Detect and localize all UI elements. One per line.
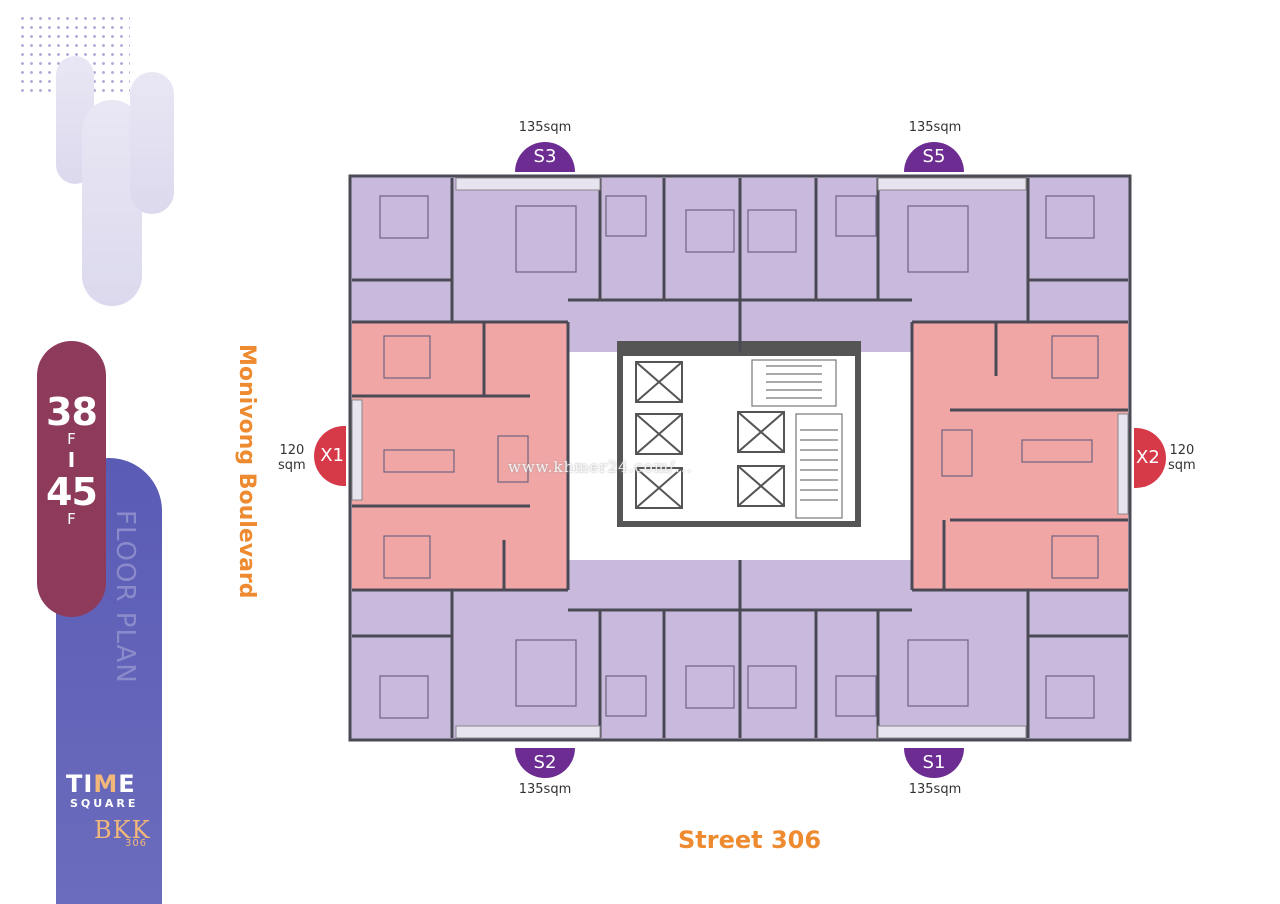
floor-separator: I [67,448,76,472]
logo-bkk: BKK [94,816,151,844]
decorative-pill [130,72,174,214]
unit-x1-area [352,322,568,590]
road-label-street: Street 306 [678,826,822,854]
furniture [379,195,1099,719]
logo-time: TIME [66,770,136,798]
unit-area-s2: 135sqm [518,782,572,797]
unit-badge-s5: S5 [904,142,964,172]
logo-square: SQUARE [70,797,139,810]
elevator-group-right [737,411,785,507]
watermark: www.khmer24.com/... [508,458,693,476]
windows [351,177,1129,739]
unit-area-s5: 135sqm [908,120,962,135]
floor-to: 45 [46,470,98,514]
elevator-group-left [635,361,683,509]
unit-area-s1: 135sqm [908,782,962,797]
unit-area-s3: 135sqm [518,120,572,135]
floor-to-unit: F [67,510,76,528]
logo-306: 306 [125,838,148,849]
floor-range-badge: 38 F I 45 F [37,341,106,617]
stairs-top [751,359,837,407]
floor-from: 38 [46,390,98,434]
floor-from-unit: F [67,430,76,448]
interior-walls [352,178,1128,738]
stairs-bottom [795,413,843,519]
